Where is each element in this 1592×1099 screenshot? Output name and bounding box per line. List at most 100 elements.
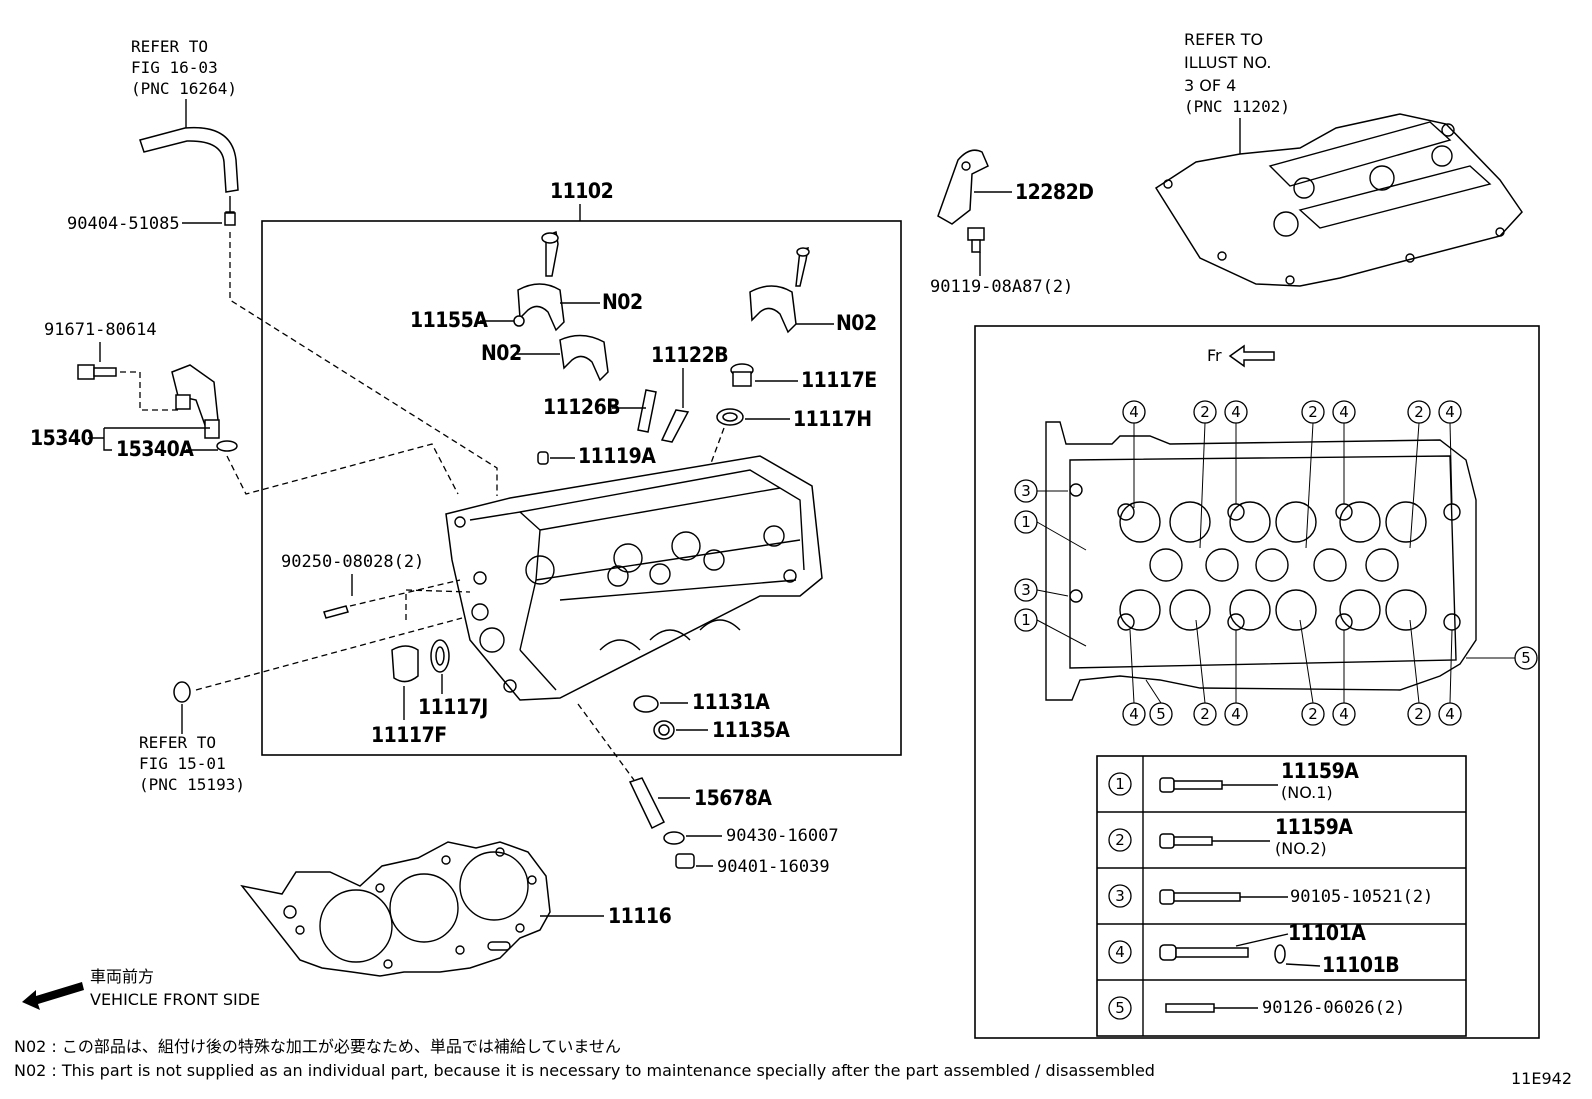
part-90250-08028[interactable]: 90250-08028(2): [281, 552, 424, 572]
svg-text:4: 4: [1339, 705, 1349, 723]
cylinder-head-cover: [1154, 113, 1523, 287]
bolt-11159A-no2: [1159, 833, 1213, 849]
ref-line: (PNC 11202): [1184, 97, 1290, 116]
svg-text:(NO.2): (NO.2): [1275, 839, 1327, 858]
svg-text:(NO.1): (NO.1): [1281, 783, 1333, 802]
vehicle-front-jp: 車両前方: [90, 967, 154, 986]
svg-text:4: 4: [1129, 705, 1139, 723]
part-11155A[interactable]: 11155A: [410, 308, 489, 332]
svg-text:2: 2: [1200, 705, 1210, 723]
part-15340[interactable]: 15340: [30, 426, 94, 450]
svg-text:4: 4: [1231, 403, 1241, 421]
cylinder-head: [445, 455, 823, 701]
bolt-11159A-no1: [1159, 777, 1223, 793]
legend-row-5[interactable]: 5 90126-06026(2): [1108, 996, 1405, 1020]
callout-3-upper: 3: [1014, 479, 1068, 503]
svg-text:2: 2: [1115, 831, 1125, 849]
svg-text:2: 2: [1200, 403, 1210, 421]
front-label: Fr: [1207, 346, 1222, 365]
part-91671-80614[interactable]: 91671-80614: [44, 320, 157, 340]
ref-line: REFER TO: [1184, 30, 1263, 49]
legend-row-1[interactable]: 1 11159A (NO.1): [1108, 759, 1360, 802]
part-11117F[interactable]: 11117F: [371, 723, 447, 747]
svg-text:4: 4: [1129, 403, 1139, 421]
part-90430-16007[interactable]: 90430-16007: [726, 826, 839, 846]
svg-text:11101B: 11101B: [1322, 953, 1399, 977]
head-bottom-view: [1045, 421, 1477, 701]
svg-text:2: 2: [1308, 403, 1318, 421]
bolt-legend-table: [1096, 755, 1467, 1037]
svg-text:90126-06026(2): 90126-06026(2): [1262, 998, 1405, 1018]
svg-text:11159A: 11159A: [1281, 759, 1359, 783]
part-90119-08A87[interactable]: 90119-08A87(2): [930, 277, 1073, 297]
top-callouts: 4 2 4 2 4 2 4: [1122, 400, 1462, 549]
part-12282D[interactable]: 12282D: [1015, 180, 1094, 204]
svg-text:1: 1: [1115, 775, 1125, 793]
cylinder-head-gasket: [240, 841, 551, 977]
ref-line: FIG 15-01: [139, 754, 226, 773]
oil-control-valve: [171, 364, 220, 439]
bolt-layout-panel: [974, 325, 1540, 1039]
bolt-91671: [77, 364, 117, 380]
bottom-callouts: 4 5 2 4 2 4 2 4: [1122, 619, 1462, 726]
svg-text:5: 5: [1115, 999, 1125, 1017]
svg-text:4: 4: [1231, 705, 1241, 723]
bolt-90105: [1159, 889, 1241, 905]
svg-text:11159A: 11159A: [1275, 815, 1353, 839]
note-en: N02 : This part is not supplied as an in…: [14, 1061, 1155, 1080]
part-11117J[interactable]: 11117J: [418, 695, 488, 719]
engine-hanger-bracket: [937, 149, 989, 225]
refer-fig-16-03[interactable]: REFER TO FIG 16-03 (PNC 16264): [131, 37, 237, 98]
svg-text:3: 3: [1021, 482, 1031, 500]
svg-text:2: 2: [1414, 705, 1424, 723]
bolt-90119: [967, 227, 985, 253]
part-n02-c[interactable]: N02: [836, 311, 877, 335]
svg-text:1: 1: [1021, 611, 1031, 629]
part-11126B[interactable]: 11126B: [543, 395, 621, 419]
part-11135A[interactable]: 11135A: [712, 718, 791, 742]
ref-line: REFER TO: [131, 37, 208, 56]
svg-text:4: 4: [1339, 403, 1349, 421]
legend-row-2[interactable]: 2 11159A (NO.2): [1108, 815, 1354, 858]
ref-line: (PNC 16264): [131, 79, 237, 98]
svg-text:3: 3: [1115, 887, 1125, 905]
legend-row-3[interactable]: 3 90105-10521(2): [1108, 884, 1433, 908]
svg-text:1: 1: [1021, 513, 1031, 531]
part-n02-a[interactable]: N02: [602, 290, 643, 314]
svg-text:11101A: 11101A: [1288, 921, 1366, 945]
part-11131A[interactable]: 11131A: [692, 690, 771, 714]
part-90404-51085[interactable]: 90404-51085: [67, 214, 180, 234]
washer-11101B: [1274, 944, 1286, 964]
ref-line: FIG 16-03: [131, 58, 218, 77]
part-11102[interactable]: 11102: [550, 179, 614, 203]
cam-bearing-cap-upper: [517, 230, 565, 332]
part-15678A[interactable]: 15678A: [694, 786, 773, 810]
cam-bearing-cap-lower: [559, 334, 609, 382]
svg-text:4: 4: [1445, 403, 1455, 421]
cam-bearing-cap-right: [749, 246, 810, 334]
refer-illust-3-of-4[interactable]: REFER TO ILLUST NO. 3 OF 4 (PNC 11202): [1184, 30, 1290, 116]
callout-1-lower: 1: [1014, 608, 1087, 647]
legend-row-4[interactable]: 4 11101A 11101B: [1108, 921, 1400, 977]
ref-line: REFER TO: [139, 733, 216, 752]
ref-line: ILLUST NO.: [1184, 53, 1271, 72]
vehicle-front-arrow-icon: [22, 982, 84, 1010]
svg-text:4: 4: [1115, 943, 1125, 961]
figure-id: 11E942: [1511, 1069, 1572, 1088]
callout-3-lower: 3: [1014, 578, 1069, 602]
part-11116[interactable]: 11116: [608, 904, 672, 928]
part-90401-16039[interactable]: 90401-16039: [717, 857, 830, 877]
part-15340A[interactable]: 15340A: [116, 437, 195, 461]
valve-guide-bushing: [637, 389, 690, 443]
part-11117E[interactable]: 11117E: [801, 368, 877, 392]
stud-90126: [1165, 1003, 1215, 1013]
part-11122B[interactable]: 11122B: [651, 343, 729, 367]
part-11119A[interactable]: 11119A: [578, 444, 657, 468]
svg-text:4: 4: [1445, 705, 1455, 723]
svg-text:5: 5: [1156, 705, 1166, 723]
note-jp: N02 : この部品は、組付け後の特殊な加工が必要なため、単品では補給していませ…: [14, 1037, 621, 1056]
part-n02-b[interactable]: N02: [481, 341, 522, 365]
part-11117H[interactable]: 11117H: [793, 407, 872, 431]
callout-5-right: 5: [1466, 646, 1538, 670]
